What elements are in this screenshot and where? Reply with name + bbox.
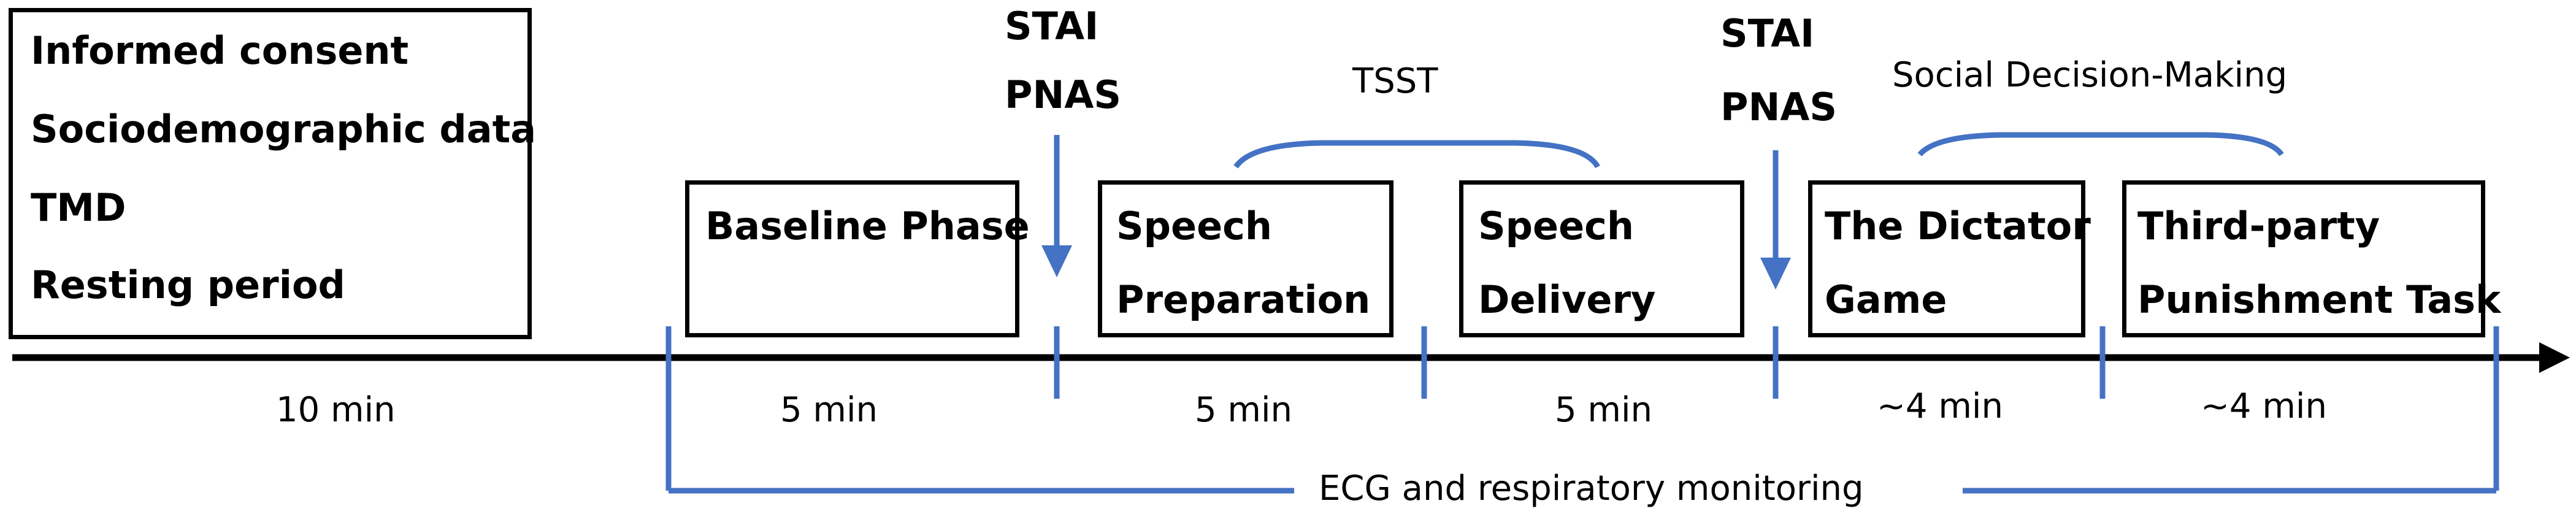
questionnaire-2-arrowhead [1760, 258, 1791, 290]
phase-box-speech-delivery [1459, 180, 1744, 337]
duration-speech-delivery: 5 min [1555, 390, 1653, 430]
phase-baseline-label: Baseline Phase [705, 204, 1030, 248]
intro-line-sociodemographic: Sociodemographic data [31, 107, 537, 152]
intro-box [9, 8, 532, 339]
timeline-arrowhead [2539, 342, 2570, 373]
social-brace [1917, 132, 2284, 157]
phase-speech-delivery-line1: Speech [1478, 204, 1635, 248]
duration-baseline: 5 min [780, 390, 878, 430]
phase-dictator-line2: Game [1825, 277, 1947, 322]
duration-third-party: ~4 min [2201, 386, 2327, 426]
phase-dictator-line1: The Dictator [1825, 204, 2091, 248]
phase-speech-prep-line1: Speech [1116, 204, 1273, 248]
phase-speech-delivery-line2: Delivery [1478, 277, 1656, 322]
tsst-brace [1233, 140, 1600, 169]
phase-third-party-line2: Punishment Task [2137, 277, 2501, 322]
intro-line-consent: Informed consent [31, 28, 409, 73]
duration-speech-preparation: 5 min [1195, 390, 1293, 430]
questionnaire-1-pnas: PNAS [1005, 72, 1121, 117]
questionnaire-1-stai: STAI [1005, 4, 1099, 48]
phase-box-third-party [2122, 180, 2485, 337]
duration-dictator-game: ~4 min [1877, 386, 2003, 426]
phase-speech-prep-line2: Preparation [1116, 277, 1371, 322]
group-label-tsst: TSST [1352, 61, 1438, 101]
phase-third-party-line1: Third-party [2137, 204, 2380, 248]
group-label-social: Social Decision-Making [1892, 55, 2288, 95]
monitoring-label: ECG and respiratory monitoring [1319, 469, 1864, 508]
questionnaire-2-pnas: PNAS [1720, 85, 1837, 129]
intro-line-tmd: TMD [31, 185, 126, 230]
phase-box-dictator-game [1808, 180, 2085, 337]
phase-box-speech-preparation [1098, 180, 1393, 337]
intro-line-resting: Resting period [31, 263, 345, 307]
questionnaire-1-arrowhead [1041, 245, 1072, 277]
phase-box-baseline [685, 180, 1019, 337]
questionnaire-2-stai: STAI [1720, 11, 1815, 56]
duration-intro: 10 min [276, 390, 396, 430]
